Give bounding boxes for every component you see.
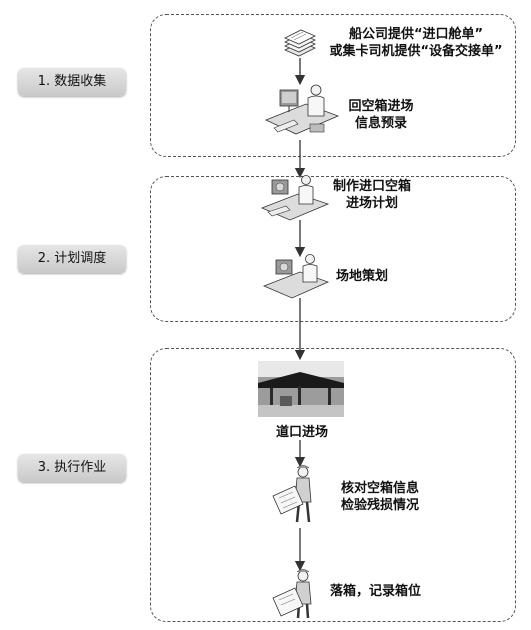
pre-entry-line1: 回空箱进场 (348, 99, 414, 114)
drop-box-line1: 落箱，记录箱位 (330, 584, 422, 599)
gate-entry-label: 道口进场 (266, 424, 338, 441)
section-execution (150, 348, 516, 622)
verify-label: 核对空箱信息 检验残损情况 (328, 480, 432, 514)
inspector-icon (272, 465, 312, 523)
make-plan-line2: 进场计划 (345, 196, 398, 211)
yard-plan-line1: 场地策划 (336, 269, 389, 284)
stage-badge-execution: 3. 执行作业 (18, 454, 126, 482)
planner-worker-icon (260, 175, 330, 221)
office-worker-icon (264, 84, 340, 135)
stage-badge-planning: 2. 计划调度 (18, 245, 126, 273)
make-plan-label: 制作进口空箱 进场计划 (322, 178, 422, 212)
pre-entry-line2: 信息预录 (354, 116, 407, 131)
doc-source-line2: 或集卡司机提供“设备交接单” (329, 44, 503, 59)
drop-box-label: 落箱，记录箱位 (330, 583, 421, 600)
verify-line1: 核对空箱信息 (340, 481, 419, 496)
yard-planner-icon (262, 254, 330, 299)
pre-entry-label: 回空箱进场 信息预录 (336, 98, 426, 132)
doc-source-label: 船公司提供“进口舱单” 或集卡司机提供“设备交接单” (318, 26, 514, 60)
yard-plan-label: 场地策划 (336, 268, 388, 285)
make-plan-line1: 制作进口空箱 (332, 179, 411, 194)
section-planning (150, 176, 516, 322)
recorder-icon (272, 569, 312, 619)
stage-badge-data-collection: 1. 数据收集 (18, 68, 126, 96)
gate-photo (258, 361, 344, 417)
section-data-collection (150, 14, 516, 157)
doc-source-line1: 船公司提供“进口舱单” (348, 27, 484, 42)
document-stack-icon (284, 29, 316, 57)
gate-entry-line1: 道口进场 (275, 425, 328, 440)
verify-line2: 检验残损情况 (340, 498, 419, 513)
